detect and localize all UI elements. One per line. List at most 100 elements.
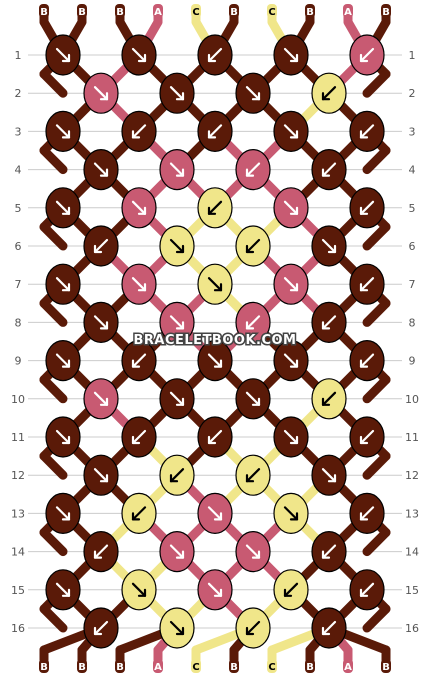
knot-arrow-icon [359,429,375,445]
knot-arrow-head-icon [245,321,255,330]
knot [121,340,157,382]
row-label-right: 1 [409,49,416,62]
strand-swatch [381,659,391,673]
knot-arrow-icon [169,162,185,177]
knot-arrow-icon [131,124,147,139]
knot-arrow-icon [321,468,337,483]
strand-swatch [305,659,315,673]
knot-arrow-icon [245,86,261,101]
knot-arrow-head-icon [359,512,369,521]
knot [235,530,271,573]
knot-arrow-head-icon [321,397,331,406]
knot-arrow-icon [283,47,299,63]
knot-arrow-head-icon [175,168,185,177]
thread-segment [39,222,68,251]
knot [121,569,157,611]
strand-label-bottom: B [381,659,391,673]
knot-arrow-icon [245,544,261,559]
knot [45,110,81,152]
knot [159,301,195,343]
strand-swatch [115,659,125,673]
strand-label-top: B [229,4,239,18]
thread-segment [362,451,391,480]
strand-label-bottom: A [153,659,163,673]
row-label-right: 12 [405,469,419,482]
strand-letter: B [116,7,124,18]
knot [311,378,347,420]
knot [273,340,309,382]
knot [311,530,347,573]
knot [273,110,309,152]
knot-arrow-icon [321,315,337,330]
knot-arrow-head-icon [61,130,71,139]
row-label-left: 4 [15,164,22,177]
knot-arrow-head-icon [251,397,261,406]
knot-arrow-icon [207,277,223,292]
row-label-right: 13 [405,507,419,520]
knot-arrow-icon [55,200,71,215]
knot-arrow-head-icon [61,588,71,597]
knot-arrow-head-icon [93,550,103,559]
strand-label-bottom: C [267,659,277,673]
knot-arrow-head-icon [175,244,185,254]
knot-arrow-icon [283,506,299,521]
knot [311,607,347,649]
row-label-left: 7 [15,278,22,291]
knot-arrow-icon [207,506,223,521]
knot-arrow-icon [321,391,337,406]
knot [235,72,271,114]
knot-arrow-icon [207,47,223,63]
knot-arrow-head-icon [321,321,331,330]
knot-arrow-head-icon [327,244,337,254]
knot-arrow-icon [55,353,71,368]
knot [197,492,233,535]
knot [159,149,195,191]
knot-arrow-icon [207,200,223,215]
thread-segment [39,528,68,557]
strand-letter: C [268,662,275,673]
knot-arrow-head-icon [283,588,293,597]
knot-arrow-icon [283,277,299,292]
knot-arrow-head-icon [175,550,185,559]
knot-arrow-icon [321,238,337,254]
knot [159,225,195,267]
knot-arrow-head-icon [61,435,71,445]
knot-arrow-icon [169,620,185,636]
knot [235,301,271,343]
knot-arrow-head-icon [359,206,369,215]
knot [45,416,81,458]
strand-letter: A [344,662,352,673]
knot-arrow-head-icon [251,550,261,559]
row-label-left: 8 [15,316,22,329]
row-label-right: 6 [409,240,416,253]
thread-segment [39,604,68,633]
strand-letter: B [306,7,314,18]
knot-arrow-icon [169,391,185,406]
thread-segment [362,146,391,175]
knot [197,416,233,458]
strand-label-top: A [153,4,163,18]
knot-arrow-icon [359,506,375,521]
knot-arrow-icon [321,544,337,559]
row-label-right: 10 [405,393,419,406]
knot [273,263,309,305]
knot-arrow-head-icon [61,512,71,521]
knot-arrow-head-icon [321,168,331,177]
strand-letter: C [192,662,199,673]
strand-swatch [77,659,87,673]
knot [197,110,233,152]
knot-arrow-head-icon [245,474,255,483]
knot [121,416,157,458]
strand-swatch [153,4,163,18]
strand-letter: A [344,7,352,18]
knot [349,34,385,76]
strand-swatch [39,4,49,18]
knot [273,492,309,535]
watermark: BRACELETBOOK.COM [134,333,297,348]
row-label-left: 5 [15,202,22,215]
knot [159,454,195,496]
knot-arrow-head-icon [93,244,103,254]
knot-arrow-head-icon [169,474,179,483]
